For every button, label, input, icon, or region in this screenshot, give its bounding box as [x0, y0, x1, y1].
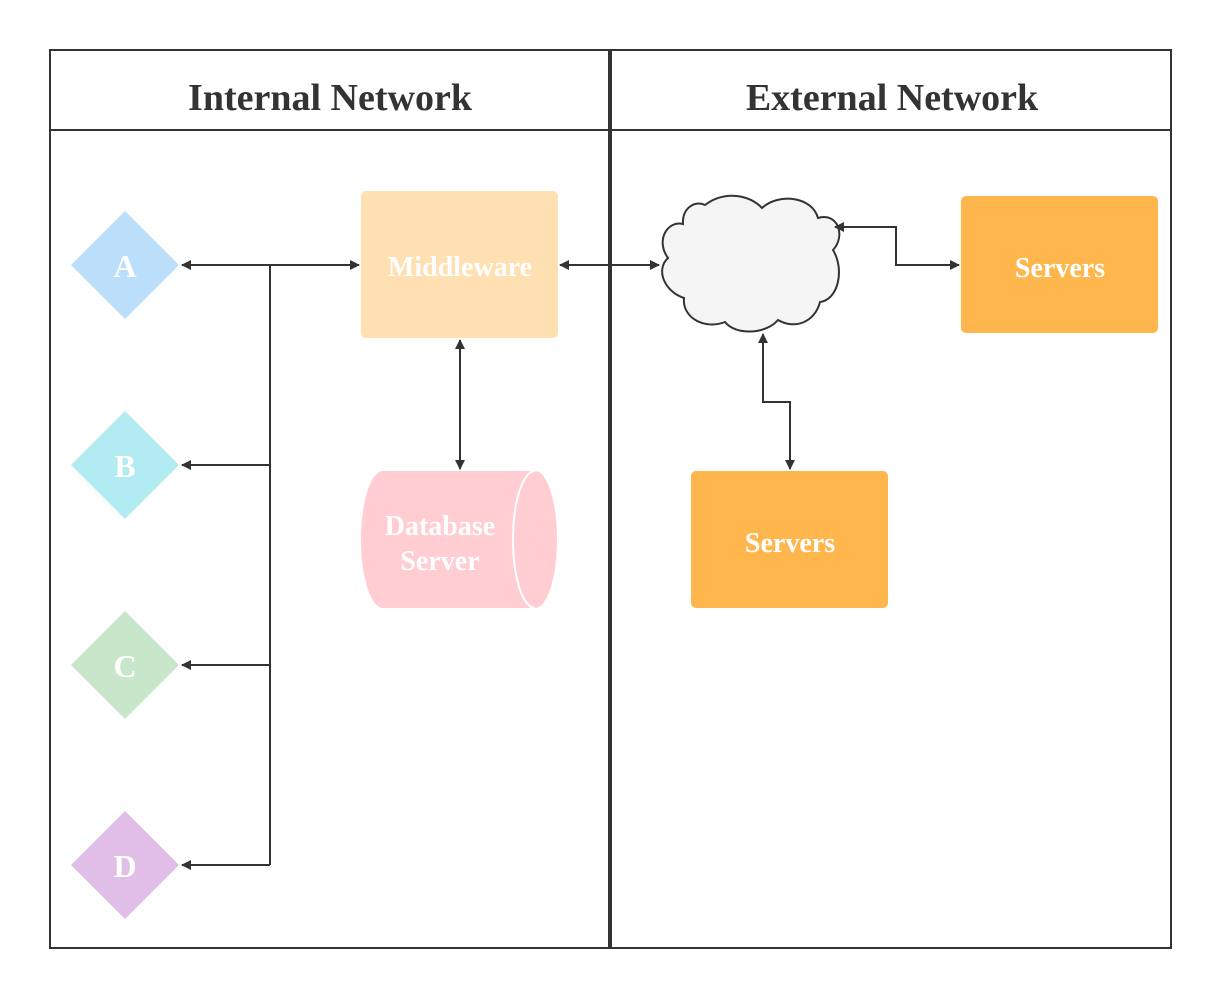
servers-right-box[interactable] [961, 196, 1158, 333]
client-d[interactable]: D [71, 811, 179, 919]
client-a-label: A [113, 248, 136, 284]
servers-bottom-node[interactable]: Servers [691, 471, 888, 608]
middleware-node[interactable]: Middleware [361, 191, 558, 338]
connector-cloud-servers-right [834, 222, 960, 270]
database-cylinder-body[interactable] [361, 471, 557, 608]
client-d-label: D [113, 848, 136, 884]
middleware-box[interactable] [361, 191, 558, 338]
servers-right-node[interactable]: Servers [961, 196, 1158, 333]
middleware-label: Middleware [388, 252, 532, 283]
client-c-label: C [113, 648, 136, 684]
client-d-diamond[interactable] [71, 811, 179, 919]
client-c-diamond[interactable] [71, 611, 179, 719]
connectors [181, 222, 960, 870]
external-network-title: External Network [746, 77, 1039, 119]
servers-bottom-label: Servers [745, 528, 835, 559]
client-a-diamond[interactable] [71, 211, 179, 319]
servers-bottom-box[interactable] [691, 471, 888, 608]
database-label-line1: Database [385, 511, 495, 542]
internal-network-title: Internal Network [188, 77, 473, 119]
servers-right-label: Servers [1015, 253, 1105, 284]
database-cylinder-rim [512, 470, 536, 609]
database-server-node[interactable]: Database Server [361, 470, 557, 609]
swimlane-frame [49, 49, 1172, 949]
client-b-label: B [114, 448, 135, 484]
client-b[interactable]: B [71, 411, 179, 519]
client-c[interactable]: C [71, 611, 179, 719]
database-label-line2: Server [400, 546, 479, 577]
internet-cloud[interactable] [661, 194, 841, 333]
connector-cloud-servers-bottom [758, 333, 795, 470]
cloud-icon[interactable] [661, 194, 841, 333]
client-a[interactable]: A [71, 211, 179, 319]
client-b-diamond[interactable] [71, 411, 179, 519]
